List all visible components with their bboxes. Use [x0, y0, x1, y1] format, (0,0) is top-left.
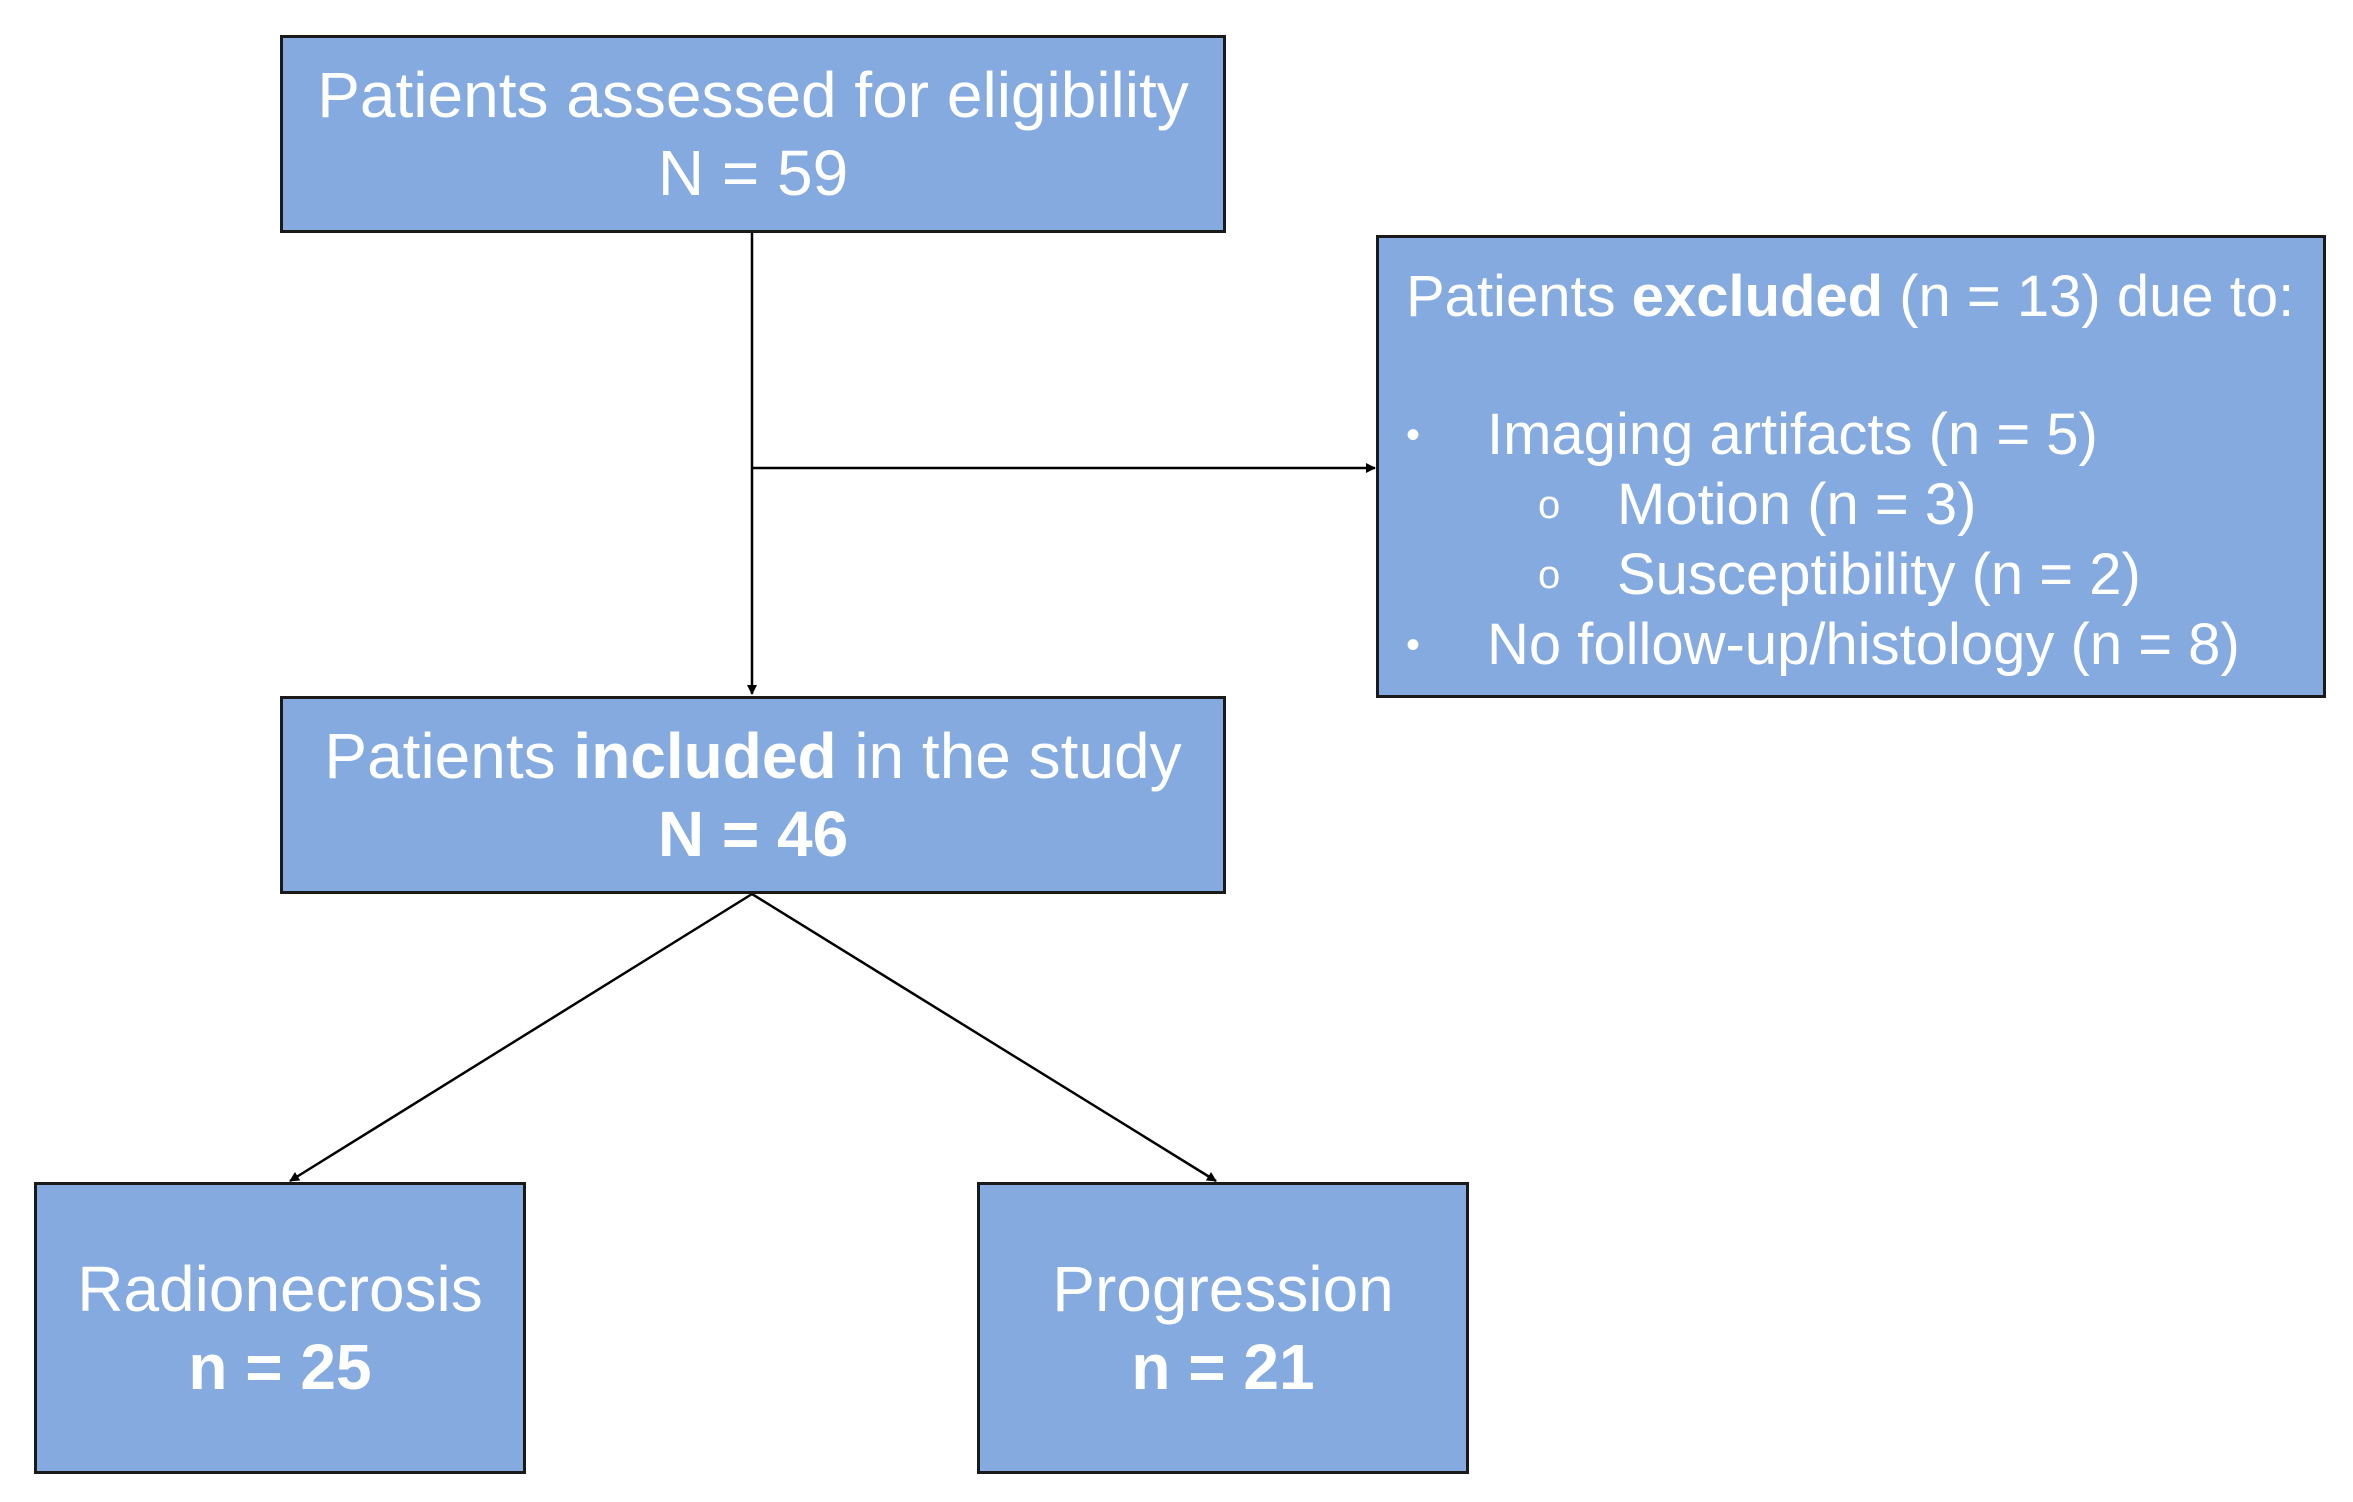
sub-bullet-marker: o — [1538, 553, 1561, 597]
radionecrosis-box: Radionecrosis n = 25 — [34, 1182, 526, 1474]
bullet-marker: • — [1406, 413, 1421, 457]
included-title-post: in the study — [836, 720, 1182, 792]
excluded-item-imaging-artifacts: Imaging artifacts (n = 5) — [1487, 402, 2098, 467]
arrow-included-to-progression — [751, 892, 1217, 1183]
eligibility-box: Patients assessed for eligibility N = 59 — [280, 35, 1226, 233]
included-title-pre: Patients — [324, 720, 574, 792]
included-title-bold: included — [573, 720, 837, 792]
arrow-included-to-radionecrosis — [289, 892, 753, 1183]
excluded-item-susceptibility: Susceptibility (n = 2) — [1617, 542, 2141, 607]
excluded-item-motion: Motion (n = 3) — [1617, 472, 1977, 537]
eligibility-title: Patients assessed for eligibility — [317, 59, 1189, 131]
radionecrosis-label: Radionecrosis — [77, 1253, 483, 1325]
excluded-title-bold: excluded — [1631, 264, 1884, 329]
excluded-title: Patients excluded (n = 13) due to: — [1406, 262, 2294, 332]
excluded-item-no-follow-up: No follow-up/histology (n = 8) — [1487, 612, 2240, 677]
eligibility-count: N = 59 — [657, 137, 849, 209]
excluded-box: Patients excluded (n = 13) due to: • Ima… — [1376, 235, 2326, 698]
excluded-title-pre: Patients — [1406, 264, 1632, 329]
included-count: N = 46 — [657, 798, 849, 870]
radionecrosis-count: n = 25 — [188, 1331, 372, 1403]
sub-bullet-marker: o — [1538, 483, 1561, 527]
progression-label: Progression — [1052, 1253, 1394, 1325]
excluded-title-post: (n = 13) due to: — [1883, 264, 2295, 329]
included-title: Patients included in the study — [324, 717, 1181, 795]
bullet-marker: • — [1406, 623, 1421, 667]
progression-box: Progression n = 21 — [977, 1182, 1469, 1474]
included-box: Patients included in the study N = 46 — [280, 696, 1226, 894]
progression-count: n = 21 — [1131, 1331, 1315, 1403]
